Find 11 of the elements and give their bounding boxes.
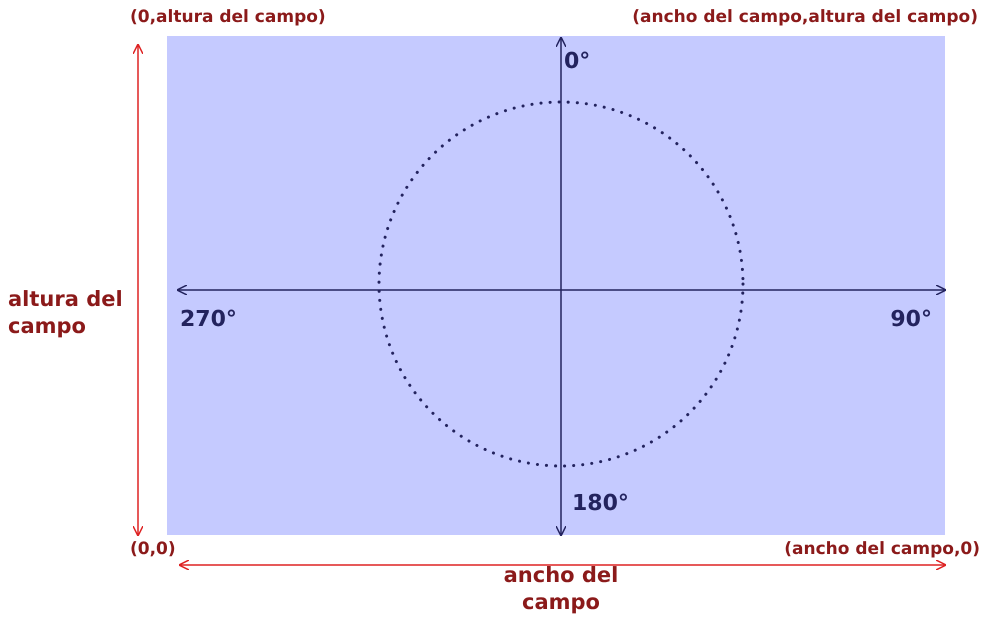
dotted-circle xyxy=(378,100,744,468)
coordinate-label: (0,0) xyxy=(130,538,176,560)
angle-label: 0° xyxy=(564,48,590,76)
dimension-label: altura del campo xyxy=(8,286,124,340)
angle-label: 90° xyxy=(890,306,932,334)
angle-label: 180° xyxy=(572,490,629,518)
dimension-label: ancho del campo xyxy=(502,562,620,616)
coordinate-label: (ancho del campo,0) xyxy=(784,538,980,560)
coordinate-label: (ancho del campo,altura del campo) xyxy=(632,6,978,28)
angle-label: 270° xyxy=(180,306,237,334)
coordinate-label: (0,altura del campo) xyxy=(130,6,326,28)
